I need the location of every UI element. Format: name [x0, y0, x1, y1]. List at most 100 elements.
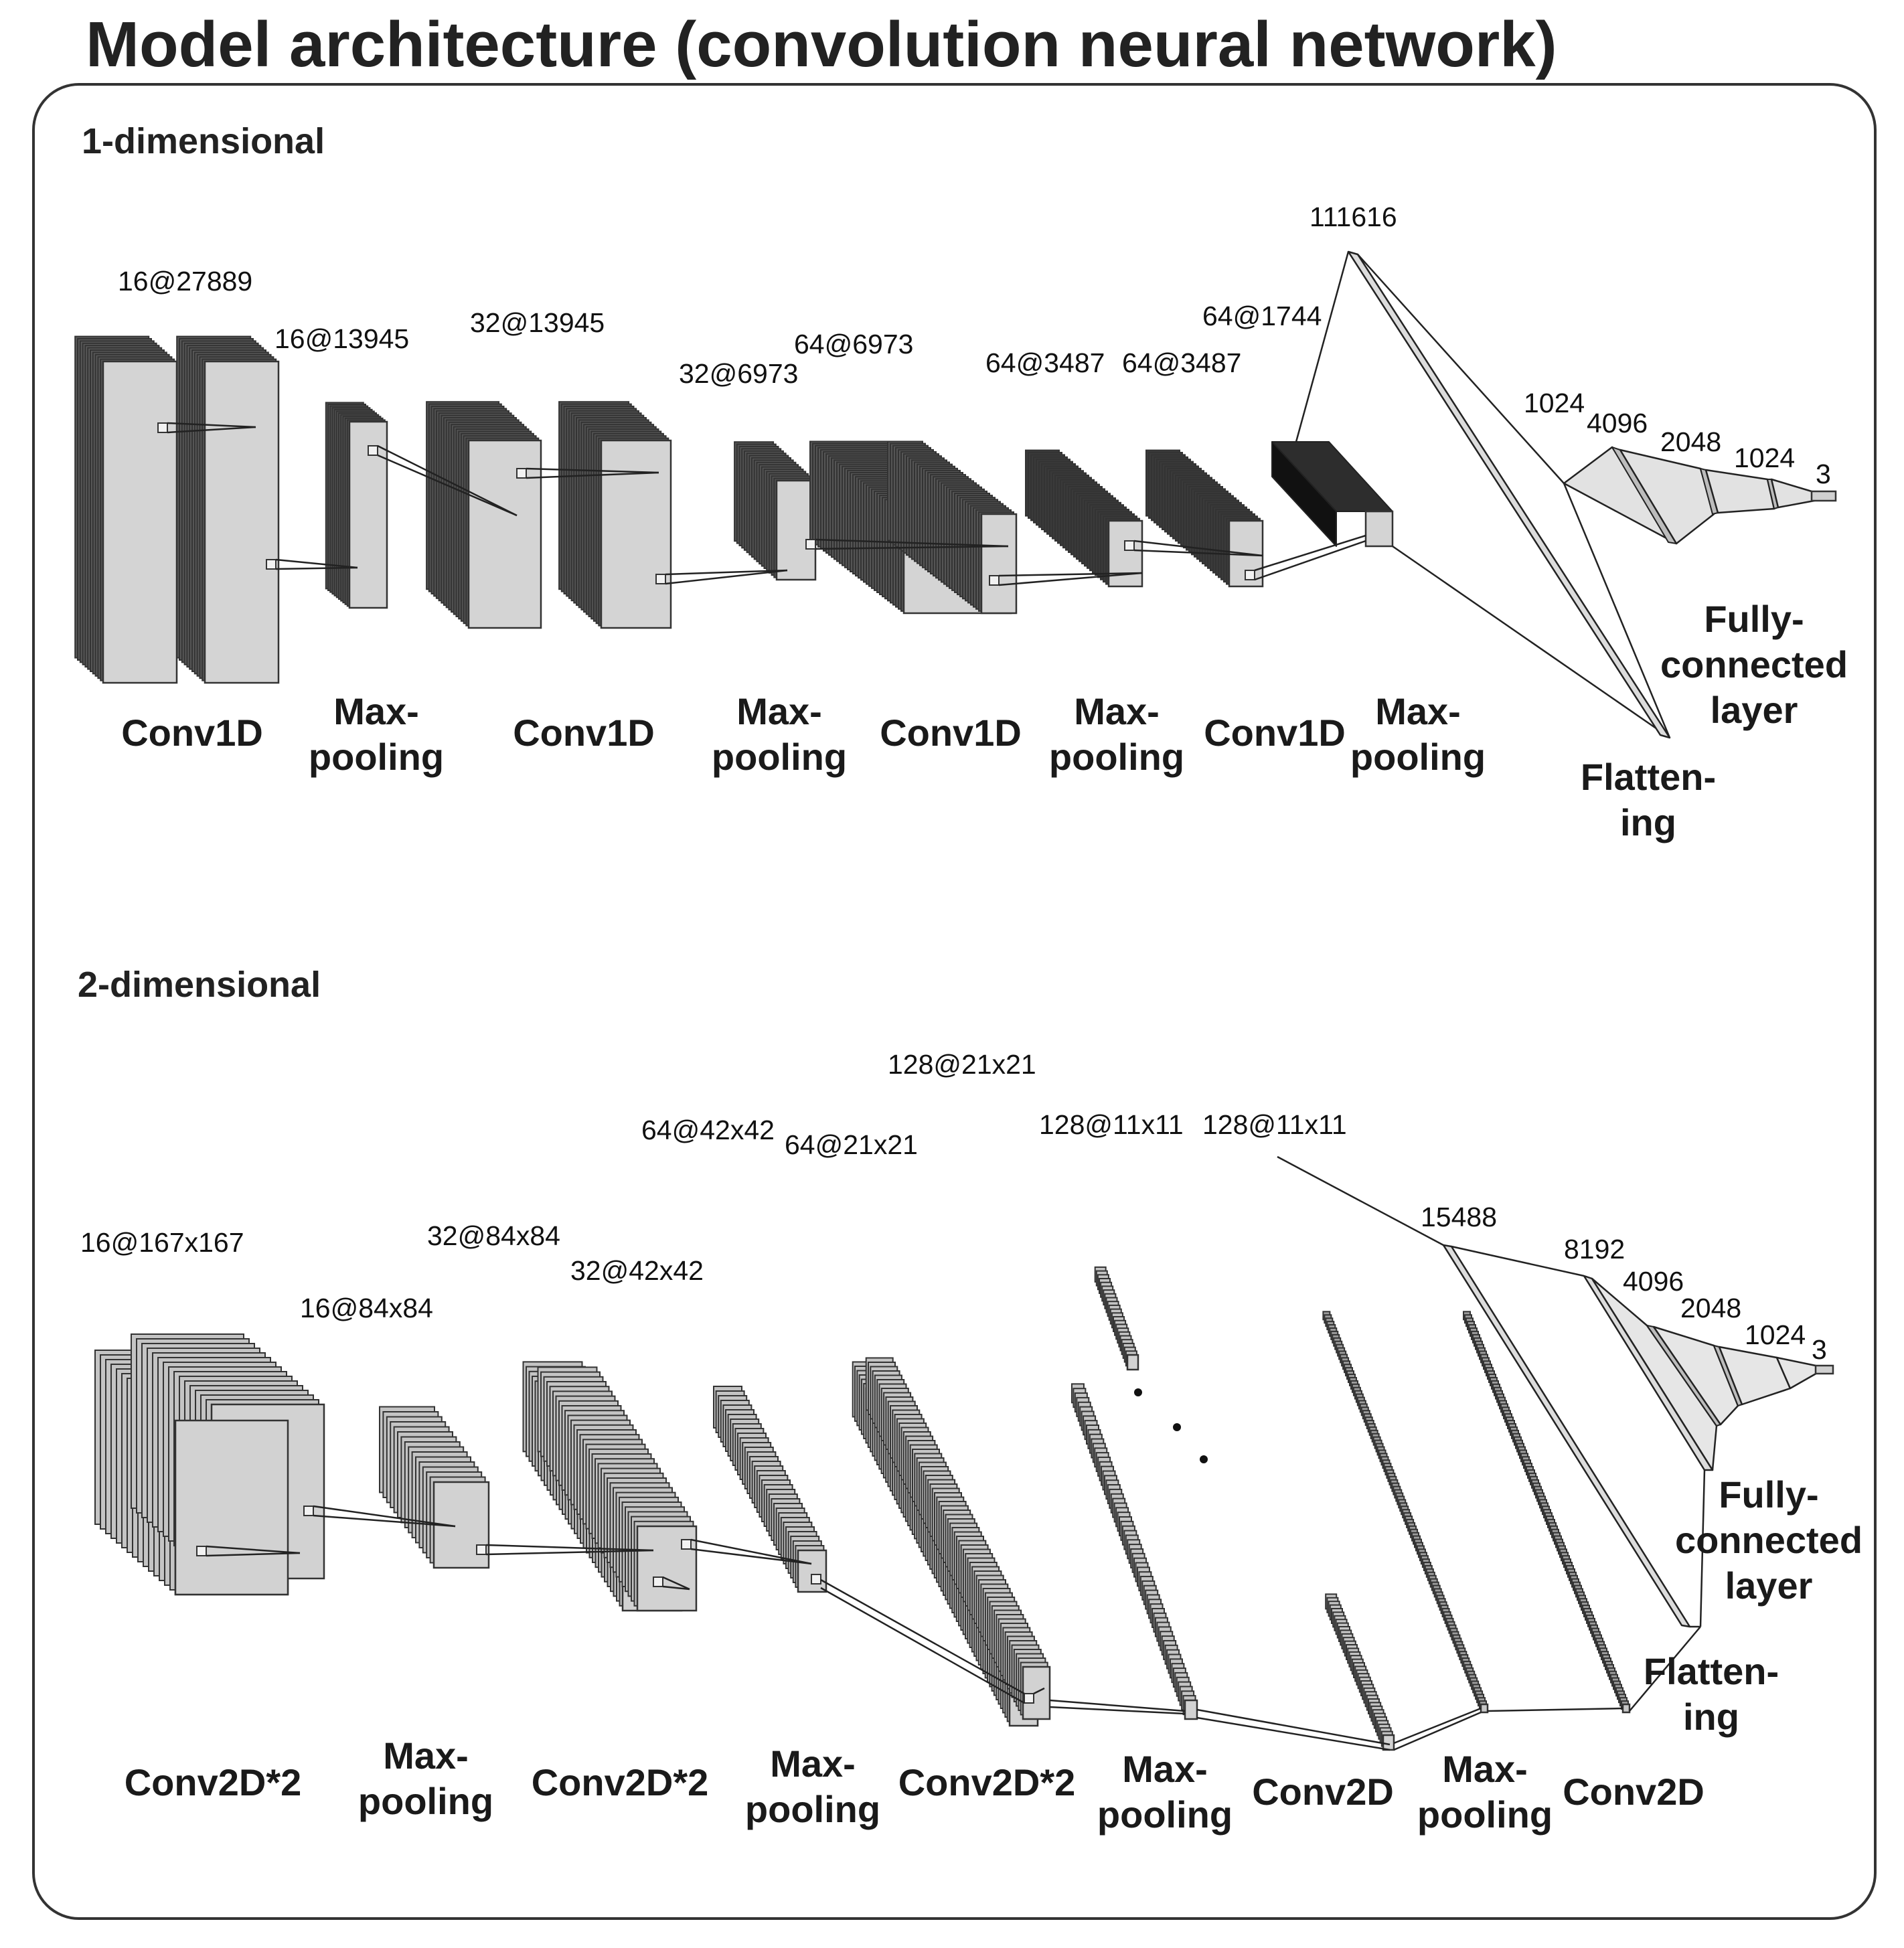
- dim-label-2d: 15488: [1421, 1202, 1497, 1232]
- dim-label-2d: 16@167x167: [80, 1227, 244, 1258]
- dim-label-1d: 32@6973: [679, 358, 798, 389]
- section-title-2d: 2-dimensional: [78, 965, 321, 1005]
- conn: [167, 426, 256, 434]
- maxpool2d-4-front: [1480, 1703, 1489, 1714]
- receptive-field: [516, 468, 527, 479]
- maxpool1d-4-front: [1364, 510, 1394, 548]
- dim-label-1d: 1024: [1734, 442, 1795, 473]
- block-label-2d-line: pooling: [1417, 1793, 1553, 1836]
- dim-label-2d: 8192: [1564, 1234, 1625, 1265]
- ellipsis-dot: [1134, 1388, 1142, 1396]
- dim-label-1d: 64@3487: [1122, 347, 1241, 378]
- block-label-1d-line: Conv1D: [513, 712, 655, 754]
- flatten-conn: [1392, 545, 1670, 739]
- conn: [206, 1552, 301, 1557]
- dim-label-1d: 64@1744: [1202, 301, 1322, 331]
- receptive-field: [655, 574, 666, 584]
- block-label-2d-line: connected: [1675, 1519, 1862, 1561]
- dim-label-1d: 16@27889: [118, 266, 252, 297]
- conn: [815, 538, 1009, 548]
- fc-4: [1770, 478, 1816, 509]
- block-label-2d-line: Max-: [1122, 1748, 1208, 1790]
- block-label-2d: Conv2D*2: [125, 1761, 302, 1803]
- conn: [998, 572, 1143, 586]
- receptive-field: [805, 539, 816, 550]
- block-label-2d: Flatten-ing: [1644, 1650, 1779, 1738]
- conn: [662, 1576, 690, 1591]
- conn: [1196, 1716, 1391, 1751]
- fc-conn: [1451, 1245, 1585, 1277]
- block-label-1d-line: Max-: [736, 690, 822, 732]
- block-label-1d: Conv1D: [121, 712, 263, 754]
- receptive-field: [989, 575, 1000, 586]
- conn: [815, 545, 1009, 550]
- receptive-field: [1124, 540, 1135, 551]
- maxpool2d-2-front: [797, 1549, 827, 1593]
- conn: [690, 1548, 812, 1565]
- conn: [1254, 540, 1366, 581]
- dim-label-2d: 64@42x42: [641, 1115, 775, 1145]
- block-label-1d: Conv1D: [1204, 712, 1346, 754]
- block-label-2d-line: Flatten-: [1644, 1650, 1779, 1692]
- receptive-field: [1024, 1693, 1034, 1704]
- fc-conn: [1699, 1469, 1706, 1627]
- receptive-field: [681, 1539, 692, 1550]
- conn: [526, 471, 659, 479]
- receptive-field: [653, 1576, 663, 1587]
- conv2d-2b-front: [636, 1525, 698, 1612]
- block-label-2d-line: Conv2D*2: [898, 1761, 1076, 1803]
- maxpool2d-1: [379, 1406, 490, 1569]
- dim-label-2d: 4096: [1623, 1266, 1684, 1297]
- dim-label-2d: 128@11x11: [1202, 1109, 1347, 1140]
- block-label-2d: Conv2D: [1563, 1771, 1704, 1813]
- receptive-field: [303, 1506, 314, 1516]
- dim-label-1d: 32@13945: [470, 307, 605, 338]
- maxpool2d-4: [1322, 1311, 1489, 1714]
- conn: [1393, 1711, 1482, 1751]
- block-label-2d-line: Conv2D*2: [125, 1761, 302, 1803]
- conv2d-4-lower-front: [1382, 1734, 1395, 1751]
- conv1d-1b: [176, 335, 280, 684]
- dim-label-1d: 64@3487: [985, 347, 1105, 378]
- maxpool2d-3-front: [1184, 1699, 1198, 1720]
- conv1d-1b-front: [204, 360, 280, 684]
- block-label-2d-line: Max-: [770, 1742, 856, 1785]
- block-label-2d-line: Max-: [1442, 1748, 1528, 1790]
- maxpool1d-4-side: [1271, 441, 1337, 547]
- conv2d-5-front: [1621, 1703, 1631, 1714]
- block-label-1d: Max-pooling: [712, 690, 847, 778]
- conn: [1487, 1707, 1623, 1712]
- conn: [526, 467, 659, 474]
- ellipsis-dot: [1200, 1455, 1208, 1463]
- maxpool1d-3-front: [1107, 519, 1143, 588]
- ellipsis-dot: [1173, 1423, 1181, 1431]
- receptive-field: [1245, 570, 1255, 580]
- conn: [998, 572, 1143, 577]
- dim-label-1d: 1024: [1524, 388, 1585, 418]
- block-label-1d-line: Max-: [333, 690, 419, 732]
- maxpool1d-1: [325, 402, 388, 609]
- maxpool2d-2: [713, 1386, 827, 1593]
- block-label-2d-line: Fully-: [1719, 1473, 1818, 1516]
- conn: [820, 1578, 1025, 1695]
- block-label-1d: Conv1D: [513, 712, 655, 754]
- block-label-2d: Conv2D*2: [532, 1761, 709, 1803]
- conn: [1196, 1708, 1391, 1746]
- maxpool1d-2: [734, 441, 817, 581]
- block-label-2d: Max-pooling: [1417, 1748, 1553, 1836]
- maxpool1d-2-front: [775, 479, 817, 581]
- conv1d-2a-front: [467, 439, 542, 629]
- conn: [665, 569, 788, 585]
- fc-conn: [1629, 1626, 1701, 1712]
- conn: [1133, 540, 1263, 557]
- dim-label-2d: 16@84x84: [300, 1293, 433, 1323]
- dim-label-1d: 111616: [1310, 201, 1397, 232]
- figure-frame: [32, 83, 1877, 1920]
- dim-label-2d: 3: [1812, 1334, 1827, 1365]
- receptive-field: [368, 445, 378, 456]
- dim-label-1d: 16@13945: [274, 323, 409, 354]
- block-label-1d: Max-pooling: [1350, 690, 1486, 778]
- fc-output: [1810, 490, 1837, 502]
